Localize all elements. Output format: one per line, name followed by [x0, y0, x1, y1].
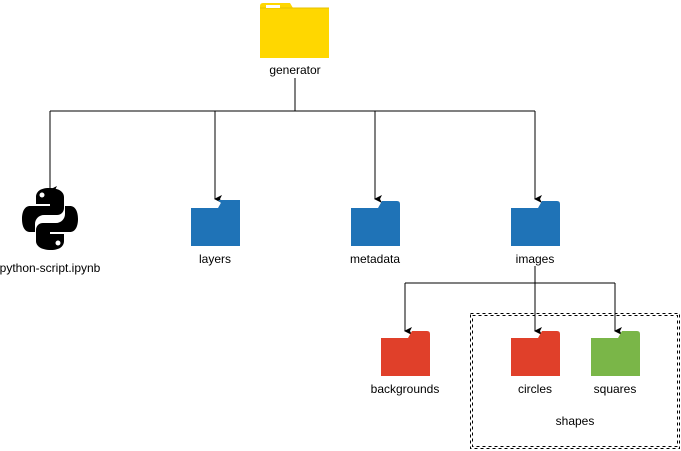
node-label-squares: squares — [593, 382, 637, 396]
connectors-root — [49, 78, 542, 203]
shapes-group-border — [470, 313, 680, 449]
folder-icon-images[interactable] — [511, 201, 560, 246]
folder-icon-backgrounds[interactable] — [381, 331, 430, 376]
folder-icon-circles[interactable] — [511, 331, 560, 376]
node-label-script: python-script.ipynb — [0, 261, 101, 275]
node-label-metadata: metadata — [349, 252, 401, 266]
node-label-layers: layers — [198, 252, 231, 266]
group-label-shapes: shapes — [555, 414, 595, 428]
node-label-circles: circles — [517, 382, 552, 396]
node-label-generator: generator — [269, 63, 321, 77]
folder-icon-squares[interactable] — [591, 331, 640, 376]
folder-icon-metadata[interactable] — [351, 201, 400, 246]
folder-icon-layers[interactable] — [191, 200, 240, 246]
python-logo-icon[interactable] — [22, 188, 78, 250]
folder-icon-generator[interactable] — [260, 3, 329, 58]
connectors-images — [404, 266, 622, 335]
node-label-backgrounds: backgrounds — [370, 382, 440, 396]
node-label-images: images — [515, 252, 555, 266]
